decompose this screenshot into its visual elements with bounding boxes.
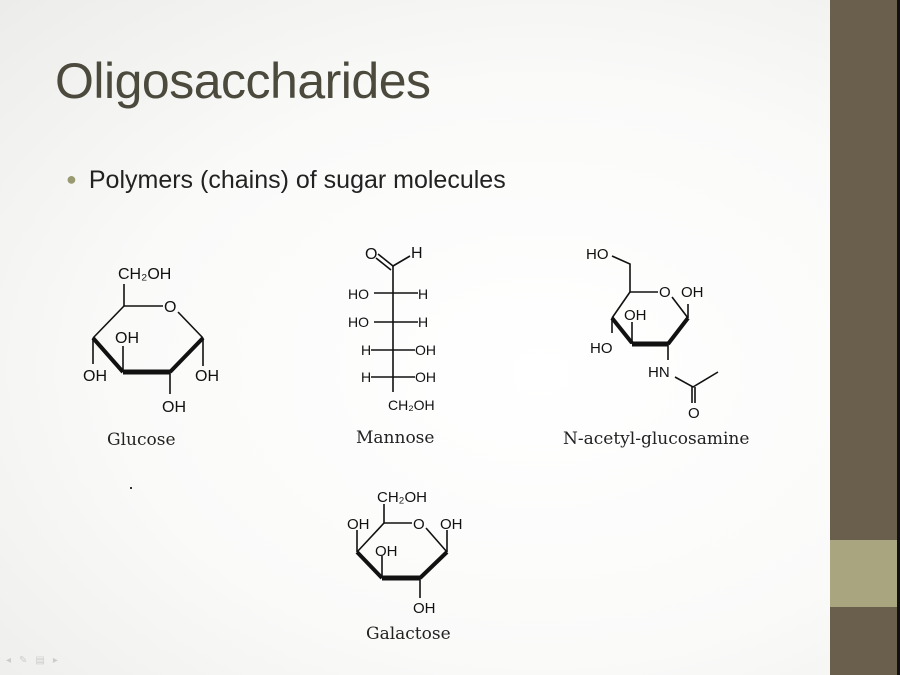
atom-label: O bbox=[659, 284, 671, 301]
bond bbox=[611, 291, 631, 319]
atom-label: H bbox=[418, 314, 428, 330]
pen-icon[interactable]: ✎ bbox=[19, 655, 36, 666]
slideshow-toolbar[interactable]: ◂✎▤▸ bbox=[6, 655, 66, 666]
bond bbox=[355, 550, 384, 580]
atom-label: OH bbox=[413, 600, 436, 617]
nag-structure: HO O OH OH HO HN O N-acetyl-glucosamine bbox=[563, 246, 749, 449]
atom-label: CH₂OH bbox=[377, 489, 427, 506]
glucose-structure: CH₂OH O OH OH OH OH Glucose bbox=[83, 266, 219, 450]
atom-label: CH₂OH bbox=[388, 397, 435, 413]
atom-label: HN bbox=[648, 364, 670, 381]
bond bbox=[610, 316, 634, 345]
bond bbox=[425, 527, 448, 553]
atom-label: OH bbox=[83, 368, 107, 385]
bond bbox=[666, 316, 690, 346]
bullet-item: ● Polymers (chains) of sugar molecules bbox=[66, 166, 506, 195]
slide-title: Oligosaccharides bbox=[55, 53, 431, 109]
bond bbox=[611, 255, 658, 293]
atom-label: OH bbox=[624, 307, 647, 324]
caption-glucose: Glucose bbox=[107, 430, 176, 450]
bond bbox=[92, 305, 125, 339]
atom-label: OH bbox=[681, 284, 704, 301]
next-icon[interactable]: ▸ bbox=[52, 655, 66, 666]
prev-icon[interactable]: ◂ bbox=[6, 655, 20, 666]
atom-label: H bbox=[361, 342, 371, 358]
caption-galactose: Galactose bbox=[366, 624, 451, 644]
atom-label: HO bbox=[590, 340, 613, 357]
atom-label: H bbox=[418, 286, 428, 302]
decorative-band bbox=[830, 540, 897, 607]
atom-label: O bbox=[688, 405, 700, 422]
atom-label: OH bbox=[440, 516, 463, 533]
atom-label: OH bbox=[162, 399, 186, 416]
caption-nag: N-acetyl-glucosamine bbox=[563, 429, 749, 449]
bullet-icon: ● bbox=[66, 169, 77, 189]
bond bbox=[168, 336, 205, 374]
mannose-structure: O H HO H HO H H OH H OH CH₂OH Mannose bbox=[348, 245, 436, 448]
molecule-diagrams: CH₂OH O OH OH OH OH Glucose O H HO H HO … bbox=[83, 245, 749, 644]
bond bbox=[356, 522, 385, 553]
bond bbox=[91, 336, 125, 374]
atom-label: HO bbox=[586, 246, 609, 263]
atom-label: OH bbox=[115, 330, 139, 347]
atom-label: OH bbox=[415, 342, 436, 358]
bond bbox=[177, 311, 204, 339]
stray-dot bbox=[130, 487, 132, 489]
atom-label: OH bbox=[415, 369, 436, 385]
bond bbox=[377, 253, 394, 267]
atom-label: CH₂OH bbox=[118, 266, 171, 283]
atom-label: OH bbox=[375, 543, 398, 560]
bullet-text: Polymers (chains) of sugar molecules bbox=[88, 166, 506, 194]
atom-label: O bbox=[164, 299, 176, 316]
bond bbox=[674, 371, 719, 388]
atom-label: OH bbox=[195, 368, 219, 385]
atom-label: H bbox=[411, 245, 423, 262]
bond bbox=[418, 550, 449, 580]
caption-mannose: Mannose bbox=[356, 428, 434, 448]
atom-label: H bbox=[361, 369, 371, 385]
bond bbox=[375, 257, 392, 271]
atom-label: O bbox=[413, 516, 425, 533]
menu-icon[interactable]: ▤ bbox=[35, 655, 53, 666]
bond bbox=[392, 255, 411, 267]
atom-label: HO bbox=[348, 286, 369, 302]
window-edge bbox=[897, 0, 900, 675]
atom-label: HO bbox=[348, 314, 369, 330]
atom-label: O bbox=[365, 246, 377, 263]
bond bbox=[671, 296, 689, 319]
galactose-structure: CH₂OH OH O OH OH OH Galactose bbox=[347, 489, 463, 644]
atom-label: OH bbox=[347, 516, 370, 533]
